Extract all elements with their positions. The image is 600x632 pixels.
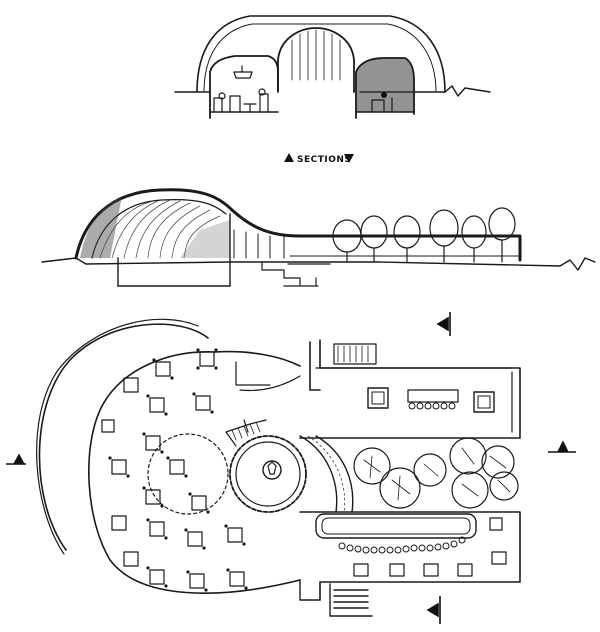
section-arrow-up-icon: [284, 153, 294, 162]
central-vault: [277, 27, 355, 93]
shaded-room: [356, 58, 414, 112]
marker-top-icon: [436, 312, 451, 336]
ground-line-b: [41, 257, 596, 271]
ground-line-a: [174, 85, 491, 97]
section-markers: [6, 312, 576, 624]
marker-left-icon: [6, 453, 26, 465]
dome-shell: [74, 188, 522, 262]
section-b: [41, 188, 596, 287]
lower-right-block: [299, 511, 521, 617]
section-a: [174, 15, 491, 119]
section-arrow-down-icon: [344, 154, 354, 163]
planter-dots: [338, 536, 466, 554]
curved-ramp: [299, 435, 354, 513]
sections-heading: SECTIONS: [284, 153, 354, 165]
trees-elevation: [332, 207, 516, 263]
upper-right-block: [299, 339, 521, 439]
dining-tables: [101, 351, 507, 589]
marker-bottom-icon: [426, 596, 441, 624]
marker-right-icon: [548, 440, 576, 453]
sections-label: SECTIONS: [297, 155, 351, 165]
outer-curved-wall: [38, 323, 209, 551]
floor-plan: [6, 312, 576, 624]
outer-vault: [196, 15, 446, 93]
circular-core: [147, 419, 307, 515]
trees-plan: [353, 437, 519, 509]
dining-chairs: [108, 348, 248, 592]
